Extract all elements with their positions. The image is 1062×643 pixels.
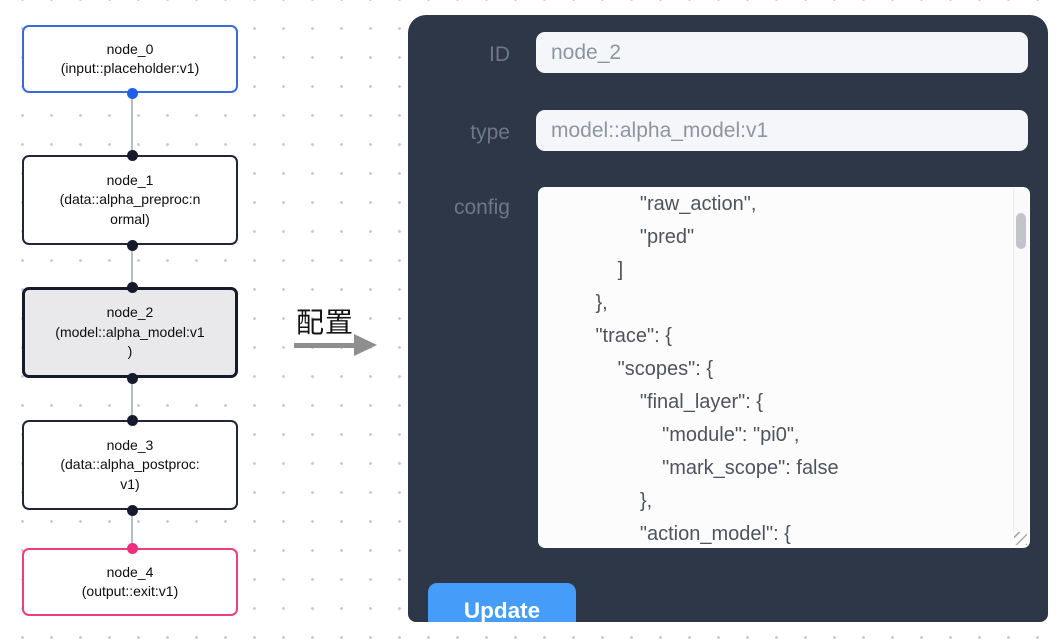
scrollbar-track[interactable] (1013, 188, 1029, 532)
scrollbar-thumb[interactable] (1016, 213, 1026, 249)
configure-annotation-label: 配置 (296, 307, 355, 338)
edge-node0-node1 (131, 93, 133, 155)
resize-handle-icon[interactable] (1014, 532, 1027, 545)
port-node3-out[interactable] (127, 505, 138, 516)
port-node1-out[interactable] (127, 240, 138, 251)
flow-node-node_1[interactable]: node_1 (data::alpha_preproc:n ormal) (22, 155, 238, 245)
config-textarea[interactable]: "raw_action", "pred" ] }, "trace": { "sc… (538, 187, 1030, 548)
config-field-label: config (453, 196, 510, 219)
flow-node-node_4[interactable]: node_4 (output::exit:v1) (22, 548, 238, 616)
type-input[interactable]: model::alpha_model:v1 (536, 110, 1028, 151)
port-node2-in[interactable] (127, 282, 138, 293)
type-field-label: type (470, 121, 510, 144)
arrow-line (294, 343, 356, 348)
edge-node1-node2 (131, 245, 133, 287)
id-input[interactable]: node_2 (536, 32, 1028, 73)
port-node0-out[interactable] (127, 88, 138, 99)
id-field-label: ID (489, 43, 510, 66)
edge-node3-node4 (131, 510, 133, 548)
edge-node2-node3 (131, 378, 133, 420)
flow-node-node_2-selected[interactable]: node_2 (model::alpha_model:v1 ) (22, 287, 238, 378)
config-json-text: "raw_action", "pred" ] }, "trace": { "sc… (595, 193, 839, 545)
update-button[interactable]: Update (428, 583, 576, 622)
arrow-right-icon (354, 334, 377, 356)
flow-node-node_3[interactable]: node_3 (data::alpha_postproc: v1) (22, 420, 238, 510)
node-config-panel: ID node_2 type model::alpha_model:v1 con… (408, 15, 1048, 622)
port-node2-out[interactable] (127, 373, 138, 384)
port-node4-in[interactable] (127, 543, 138, 554)
flow-node-node_0[interactable]: node_0 (input::placeholder:v1) (22, 25, 238, 93)
port-node3-in[interactable] (127, 415, 138, 426)
port-node1-in[interactable] (127, 150, 138, 161)
